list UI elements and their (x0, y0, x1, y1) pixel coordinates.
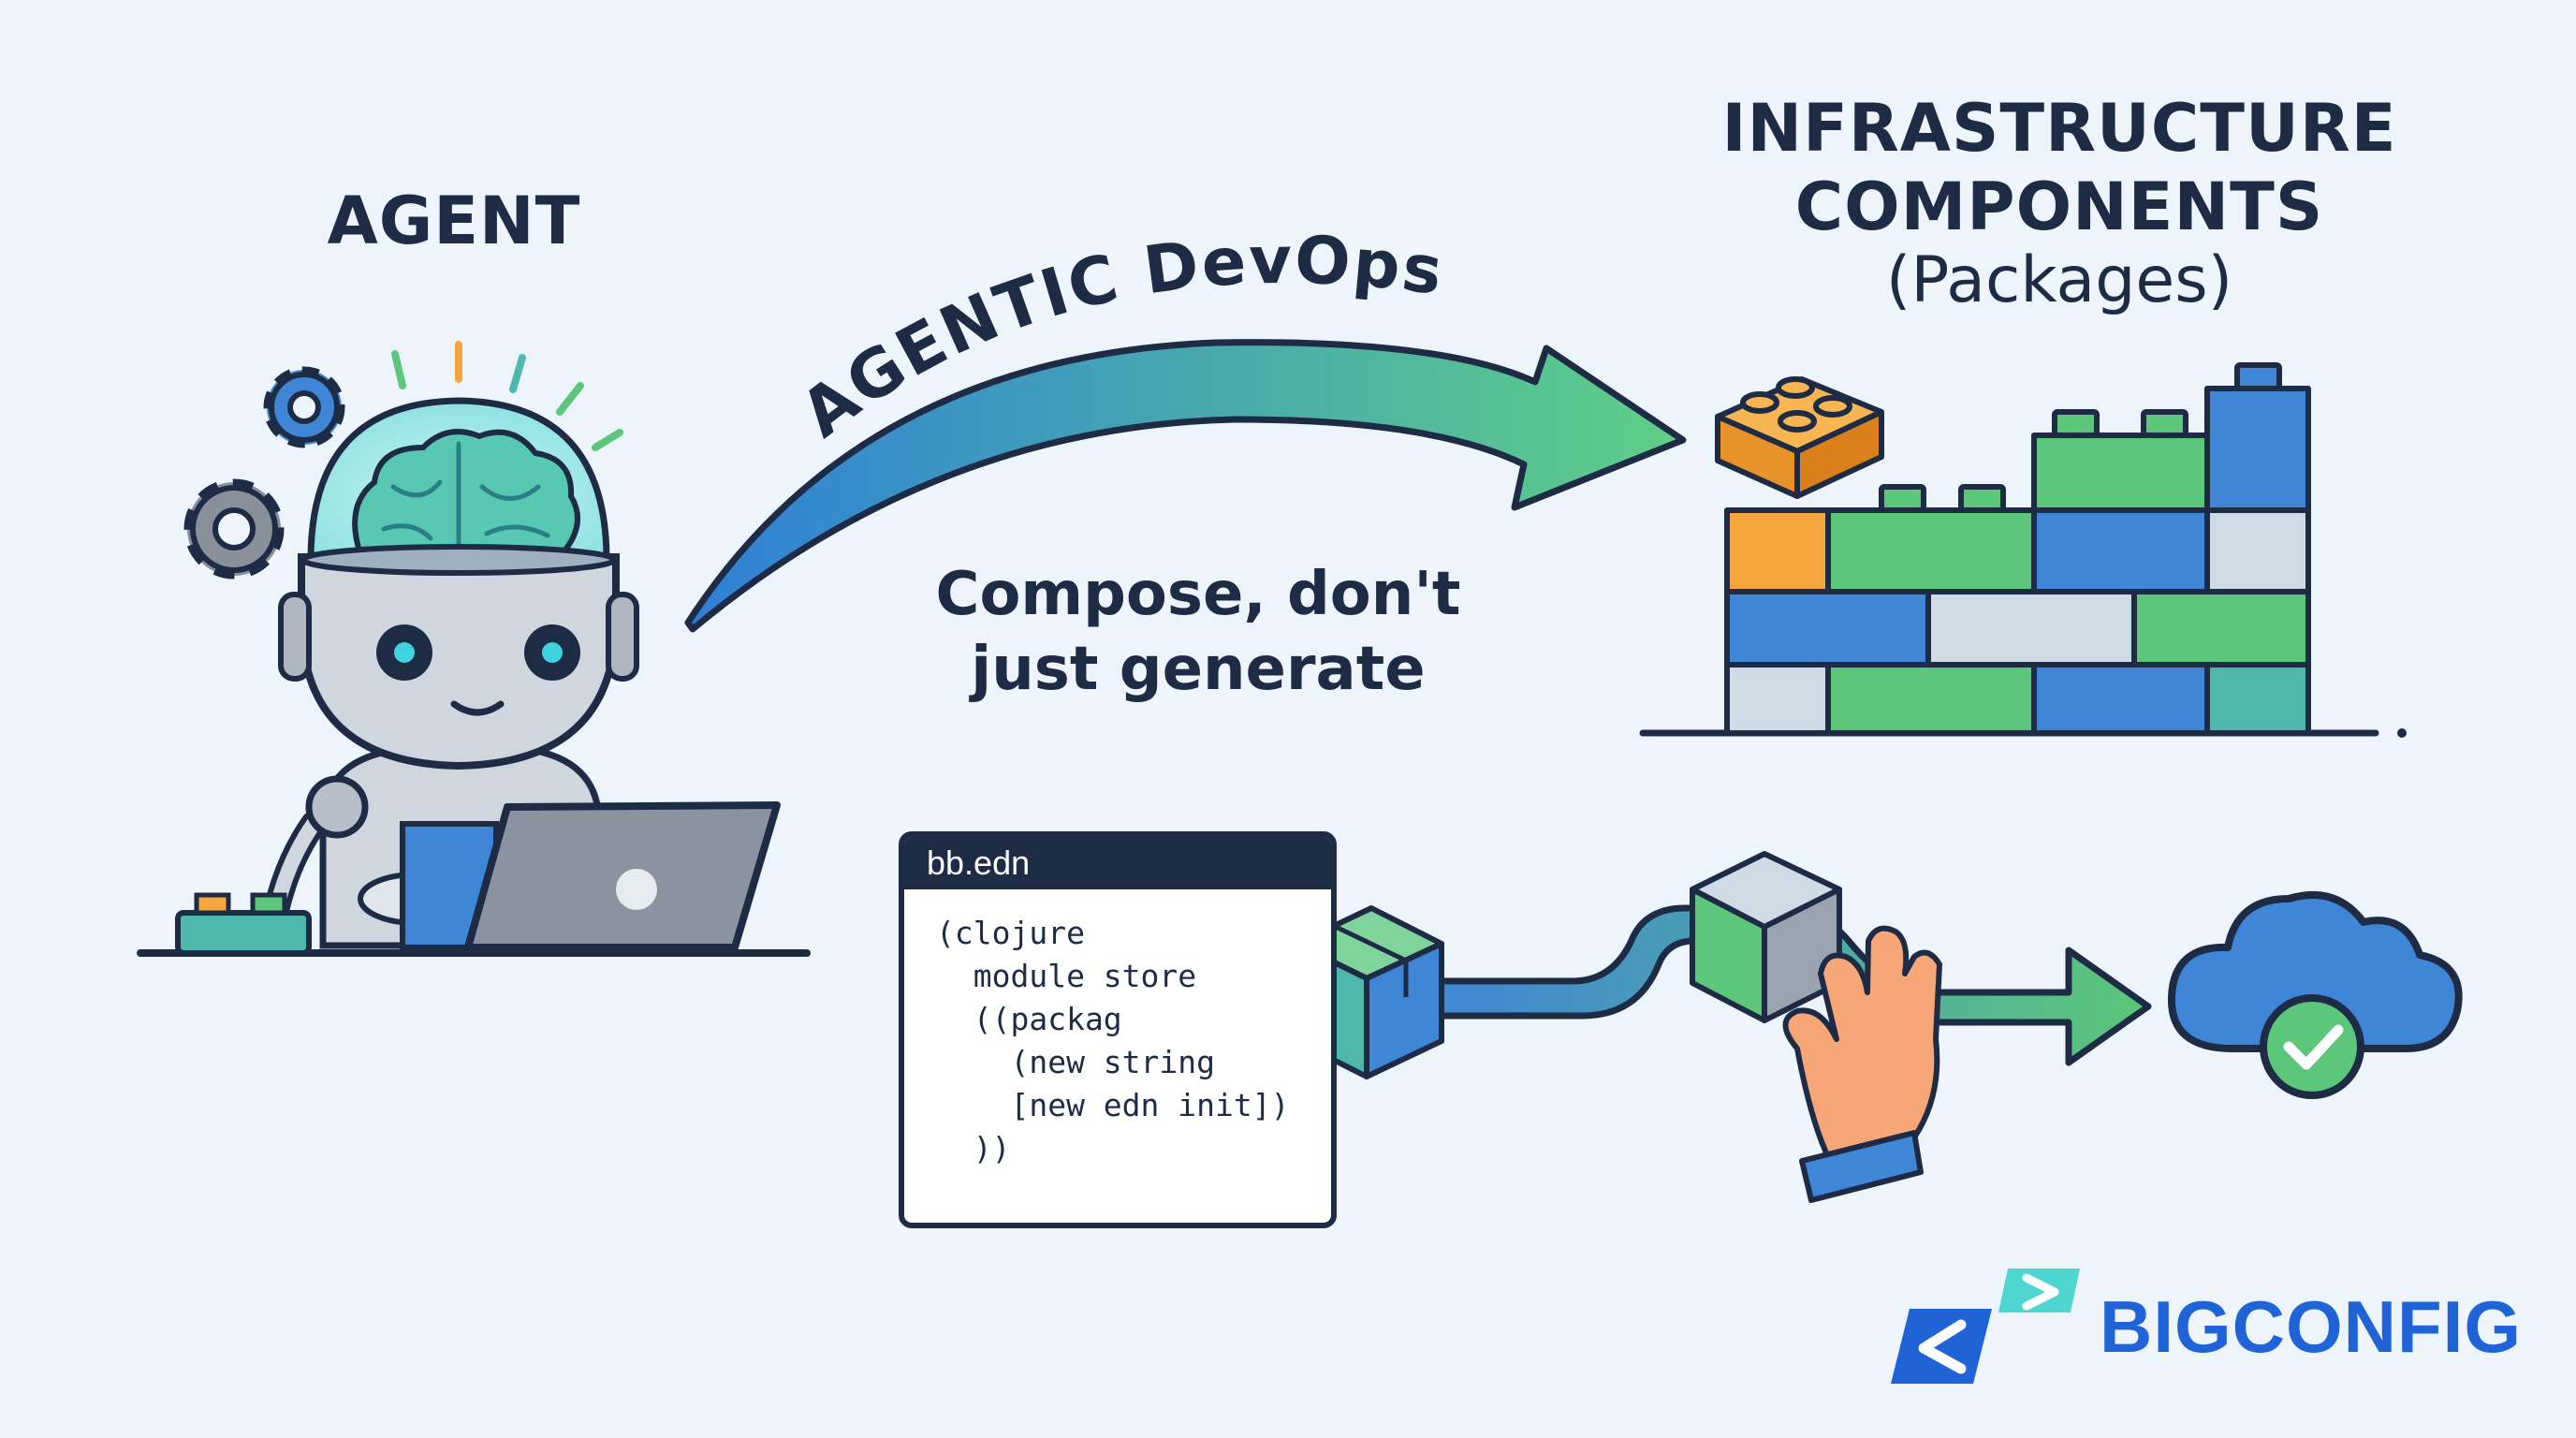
hand-icon (1782, 925, 1942, 1203)
gear-large-icon (183, 478, 285, 580)
bigconfig-logo-mark (1891, 1269, 2080, 1384)
robot-agent-illustration (137, 397, 811, 957)
code-window: bb.edn (clojure module store ((packag (n… (899, 831, 1337, 1228)
code-line: (clojure (936, 915, 1085, 951)
tagline: Compose, don't just generate (899, 557, 1498, 707)
infrastructure-title-line2: COMPONENTS (1794, 169, 2324, 245)
cloud-check-icon (2167, 890, 2463, 1099)
code-line: ((packag (936, 1001, 1122, 1037)
gear-small-icon (263, 366, 345, 448)
idea-spark-icon (391, 341, 623, 451)
code-line: module store (936, 958, 1197, 994)
code-line: )) (936, 1130, 1011, 1167)
brand-name: BIGCONFIG (2100, 1285, 2522, 1368)
agentic-devops-arrow (684, 339, 1687, 633)
infrastructure-title: INFRASTRUCTURE COMPONENTS (1666, 89, 2452, 246)
tagline-line2: just generate (971, 635, 1426, 704)
code-line: (new string (936, 1044, 1216, 1080)
infrastructure-title-line1: INFRASTRUCTURE (1721, 90, 2397, 167)
infrastructure-subtitle: (Packages) (1885, 243, 2233, 317)
code-line: [new edn init]) (936, 1087, 1290, 1123)
tagline-line1: Compose, don't (935, 560, 1461, 629)
cube-block-icon (1690, 851, 1842, 1023)
code-window-filename: bb.edn (904, 837, 1331, 889)
code-block: (clojure module store ((packag (new stri… (904, 889, 1331, 1170)
orange-lego-brick-icon (1715, 376, 1884, 499)
agent-title: AGENT (327, 183, 581, 259)
infrastructure-blocks-wall (1639, 362, 2407, 738)
